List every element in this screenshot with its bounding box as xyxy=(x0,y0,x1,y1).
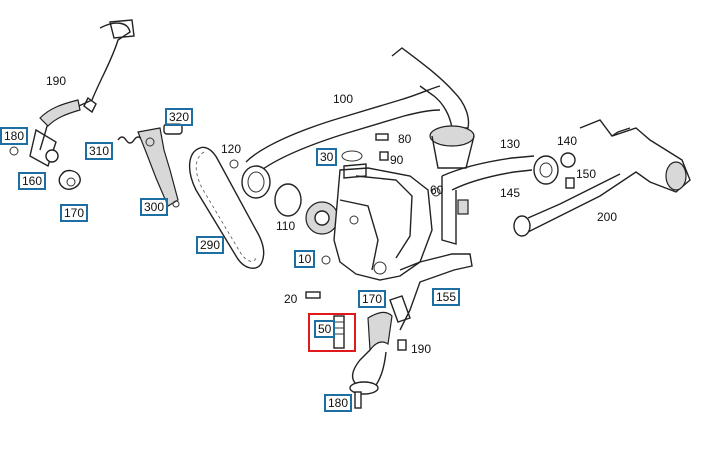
label-120: 120 xyxy=(221,142,242,156)
tube-left-assembly xyxy=(9,19,135,190)
label-310: 310 xyxy=(85,142,114,160)
bolt-90 xyxy=(379,151,389,161)
highlight-part-50 xyxy=(308,313,356,352)
upper-pipe xyxy=(229,47,475,199)
label-300: 300 xyxy=(140,198,169,216)
oil-pump xyxy=(305,163,441,281)
label-140: 140 xyxy=(557,134,578,148)
suction-tube xyxy=(349,311,407,409)
right-pipe xyxy=(441,152,576,245)
label-100: 100 xyxy=(333,92,354,106)
label-10: 10 xyxy=(294,250,316,268)
bolt-20 xyxy=(305,291,321,299)
pipe-200 xyxy=(513,119,691,237)
label-110: 110 xyxy=(276,219,296,233)
label-50: 50 xyxy=(314,320,336,338)
label-190-bottom: 190 xyxy=(411,342,432,356)
label-130: 130 xyxy=(500,137,521,151)
label-145: 145 xyxy=(500,186,521,200)
label-180-left: 180 xyxy=(0,127,29,145)
drive-belt xyxy=(189,146,265,269)
label-90: 90 xyxy=(390,153,404,167)
label-60: 60 xyxy=(430,183,444,197)
label-320: 320 xyxy=(165,108,194,126)
label-30: 30 xyxy=(316,148,338,166)
label-200: 200 xyxy=(597,210,618,224)
label-80: 80 xyxy=(398,132,412,146)
label-170-center: 170 xyxy=(358,290,387,308)
label-170-left: 170 xyxy=(60,204,89,222)
o-ring-30 xyxy=(341,150,363,162)
label-290: 290 xyxy=(196,236,225,254)
lower-tube-155 xyxy=(389,253,473,331)
gasket-ring xyxy=(274,183,302,217)
label-20: 20 xyxy=(284,292,298,306)
label-155: 155 xyxy=(432,288,461,306)
tensioner-assembly xyxy=(117,123,183,208)
bolt-80 xyxy=(375,133,389,141)
label-150: 150 xyxy=(576,167,597,181)
label-180-bottom: 180 xyxy=(324,394,353,412)
label-160: 160 xyxy=(18,172,47,190)
label-190-top: 190 xyxy=(46,74,67,88)
